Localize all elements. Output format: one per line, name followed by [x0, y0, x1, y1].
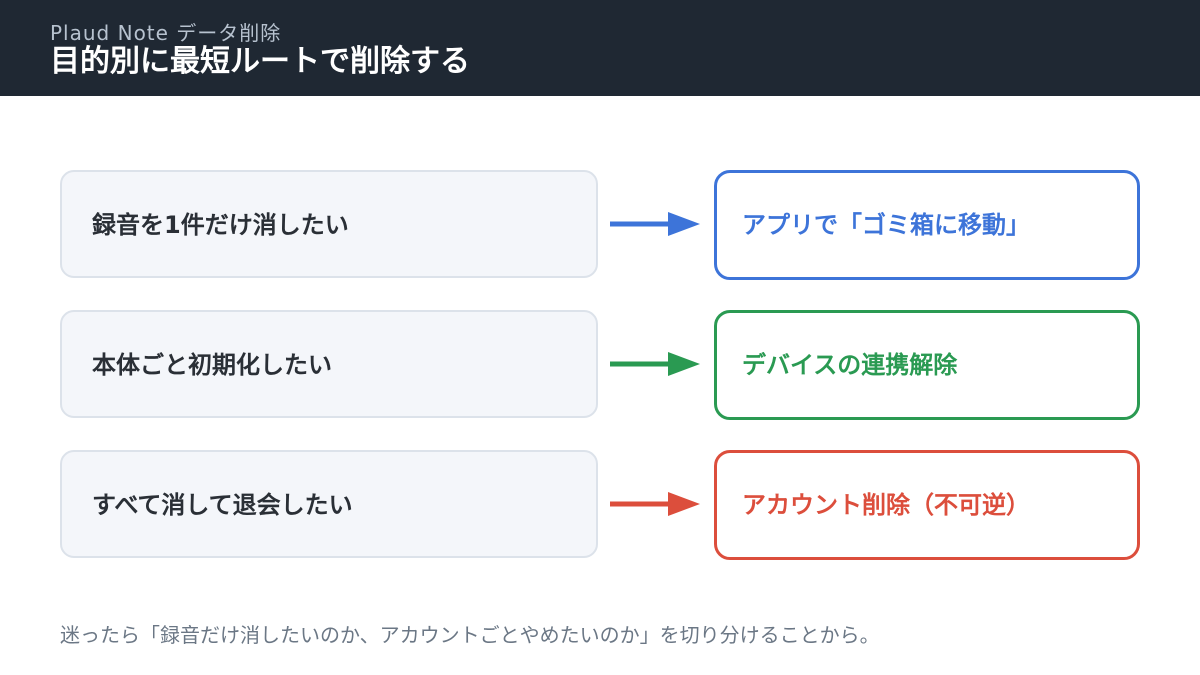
page-subtitle: Plaud Note データ削除 — [50, 21, 282, 45]
route-card: デバイスの連携解除 — [714, 310, 1140, 420]
route-row: すべて消して退会したい アカウント削除（不可逆） — [0, 450, 1200, 560]
arrow-right-icon — [610, 212, 700, 236]
header-bar: Plaud Note データ削除 目的別に最短ルートで削除する — [0, 0, 1200, 96]
need-label: すべて消して退会したい — [92, 491, 353, 519]
footnote-text: 迷ったら「録音だけ消したいのか、アカウントごとやめたいのか」を切り分けることから… — [60, 623, 880, 647]
page-title: 目的別に最短ルートで削除する — [50, 44, 470, 79]
route-row: 本体ごと初期化したい デバイスの連携解除 — [0, 310, 1200, 420]
arrow-right-icon — [610, 492, 700, 516]
arrow-right-icon — [610, 352, 700, 376]
need-card: 本体ごと初期化したい — [60, 310, 598, 418]
need-card: 録音を1件だけ消したい — [60, 170, 598, 278]
need-card: すべて消して退会したい — [60, 450, 598, 558]
need-label: 録音を1件だけ消したい — [92, 211, 349, 239]
route-row: 録音を1件だけ消したい アプリで「ゴミ箱に移動」 — [0, 170, 1200, 280]
route-card: アプリで「ゴミ箱に移動」 — [714, 170, 1140, 280]
route-label: アカウント削除（不可逆） — [742, 491, 1030, 519]
need-label: 本体ごと初期化したい — [92, 351, 332, 379]
route-label: アプリで「ゴミ箱に移動」 — [742, 211, 1030, 239]
route-label: デバイスの連携解除 — [742, 351, 958, 379]
route-card: アカウント削除（不可逆） — [714, 450, 1140, 560]
